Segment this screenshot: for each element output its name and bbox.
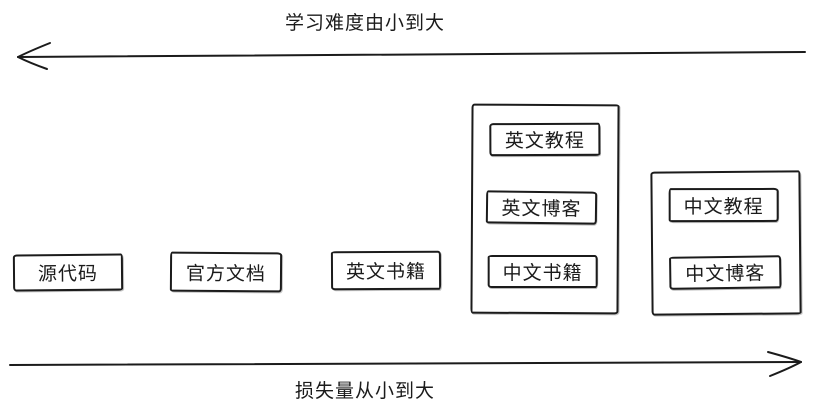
node-label: 中文教程: [683, 195, 764, 218]
node-english-books: 英文书籍: [330, 250, 442, 291]
node-label: 英文教程: [504, 129, 585, 153]
node-label: 中文博客: [685, 262, 766, 286]
node-english-tutorials: 英文教程: [489, 122, 601, 157]
node-label: 英文博客: [501, 197, 582, 221]
group-chinese-easy: 中文教程 中文博客: [650, 170, 802, 316]
node-label: 源代码: [37, 262, 99, 286]
node-label: 英文书籍: [345, 260, 427, 284]
node-label: 中文书籍: [502, 261, 583, 284]
node-official-docs: 官方文档: [169, 251, 283, 293]
node-label: 官方文档: [185, 262, 267, 285]
difficulty-axis-label: 学习难度由小到大: [284, 12, 445, 34]
group-english-advanced: 英文教程 英文博客 中文书籍: [470, 103, 620, 315]
loss-axis-label: 损失量从小到大: [294, 380, 435, 402]
node-english-blogs: 英文博客: [485, 190, 598, 225]
node-chinese-blogs: 中文博客: [669, 255, 782, 290]
node-chinese-tutorials: 中文教程: [668, 187, 779, 223]
left-arrow-icon: [17, 42, 806, 70]
node-chinese-books: 中文书籍: [487, 254, 598, 288]
node-source-code: 源代码: [12, 253, 124, 292]
